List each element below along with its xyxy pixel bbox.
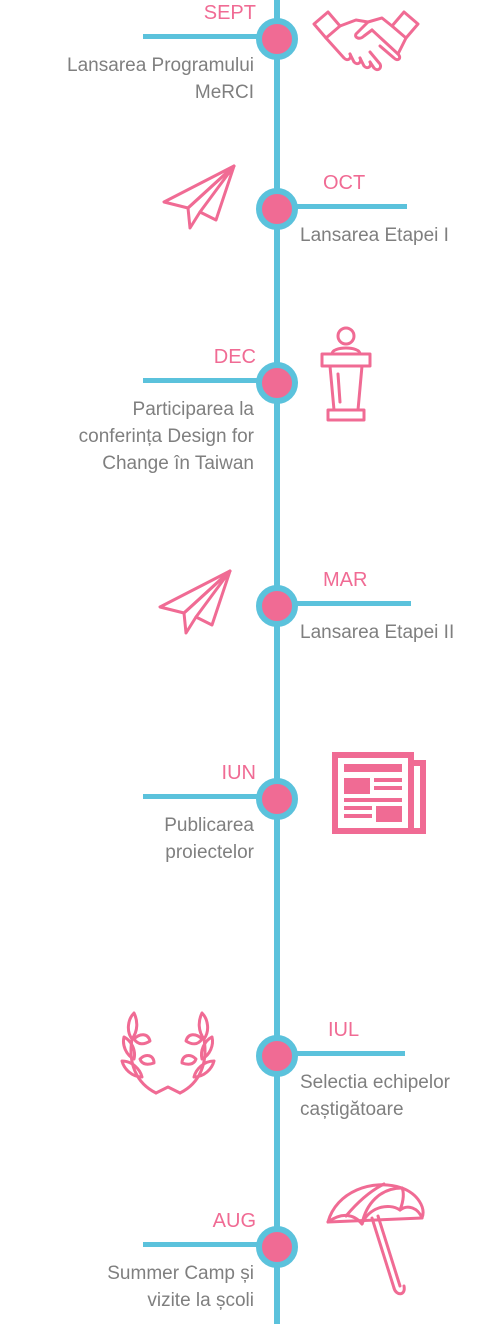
event-dot [256, 1226, 298, 1268]
event-month: IUN [221, 762, 256, 784]
event-month: DEC [213, 346, 256, 368]
beach-umbrella-icon [322, 1178, 428, 1302]
laurel-wreath-icon [120, 1009, 216, 1101]
newspaper-icon [330, 750, 428, 836]
paper-plane-icon [160, 162, 240, 234]
event-label: Summer Camp și vizite la școli [107, 1263, 254, 1311]
event-label: Lansarea Etapei II [300, 622, 455, 643]
event-month: SEPT [203, 2, 256, 24]
event-month: OCT [323, 172, 366, 194]
event-dot [256, 585, 298, 627]
event-connector [143, 1242, 261, 1247]
event-label: Selectia echipelor caștigătoare [300, 1072, 450, 1120]
event-connector [285, 601, 411, 606]
event-label: Publicarea proiectelor [164, 815, 254, 863]
event-dot [256, 778, 298, 820]
event-label: Lansarea Etapei I [300, 225, 449, 246]
event-month: IUL [328, 1019, 360, 1041]
event-label: Lansarea Programului MeRCI [67, 55, 254, 103]
event-dot [256, 362, 298, 404]
event-connector [143, 794, 261, 799]
event-dot [256, 188, 298, 230]
event-connector [285, 204, 407, 209]
event-connector [285, 1051, 405, 1056]
timeline-axis [274, 0, 280, 1324]
event-label: Participarea la conferința Design for Ch… [78, 399, 254, 474]
handshake-icon [310, 6, 422, 78]
paper-plane-icon [156, 567, 236, 639]
event-connector [143, 378, 261, 383]
podium-icon [318, 324, 374, 424]
event-dot [256, 18, 298, 60]
event-dot [256, 1035, 298, 1077]
event-month: AUG [212, 1210, 256, 1232]
event-connector [143, 34, 261, 39]
event-month: MAR [323, 569, 368, 591]
